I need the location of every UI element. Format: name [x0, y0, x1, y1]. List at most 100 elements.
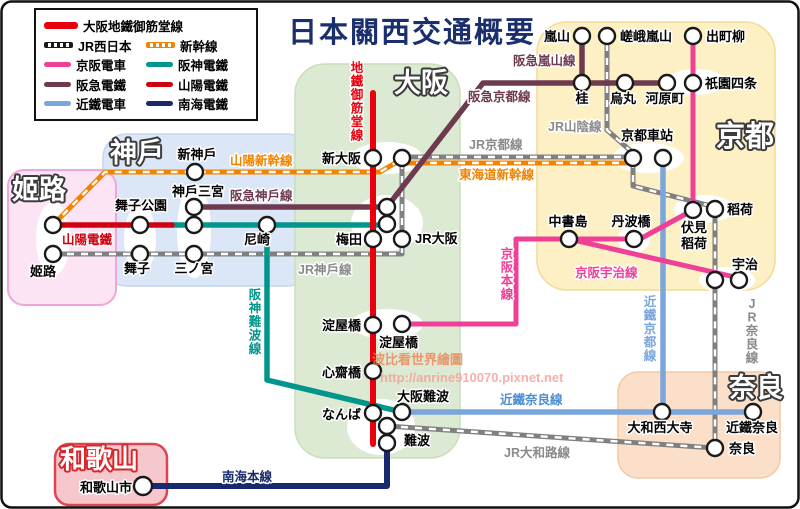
legend-item-midosuji: 大阪地鐵御筋堂線 — [44, 16, 248, 35]
station-label-fushimi-inari-2: 稻荷 — [681, 236, 707, 251]
station-shin-kobe — [185, 162, 205, 182]
line-jr-sanin — [604, 30, 635, 155]
station-label-kobe-sannomiya: 神戶三宮 — [172, 184, 224, 199]
legend-item-jr-west: JR西日本 — [44, 36, 146, 55]
station-label-maiko-koen: 舞子公園 — [114, 198, 167, 213]
station-label-namba-metro: なんば — [322, 407, 361, 422]
keihan-line-swatch — [44, 62, 71, 68]
station-sannomiya-jr — [184, 244, 204, 264]
page-title: 日本關西交通概要 — [288, 15, 536, 49]
station-himeji-jr — [43, 244, 63, 264]
station-label-kintetsu-nara: 近鐵奈良 — [726, 420, 778, 435]
station-label-himeji: 姬路 — [30, 264, 57, 279]
station-kyoto-kintetsu — [653, 148, 673, 168]
station-yamato-saidaiji — [652, 402, 672, 422]
line-label-hankyu-kyoto: 阪急京都線 — [468, 89, 531, 104]
sanyo-line-swatch — [146, 81, 173, 87]
line-label-keihan-uji: 京阪宇治線 — [575, 265, 638, 280]
station-label-osaka-namba: 大阪難波 — [397, 389, 450, 404]
station-saga-arashiyama — [597, 26, 617, 46]
legend-item-shinkansen: 新幹線 — [146, 36, 248, 55]
station-namba-metro — [363, 403, 383, 423]
station-maiko — [130, 244, 150, 264]
station-label-yodoyabashi-keihan: 淀屋橋 — [379, 335, 419, 350]
legend-label-midosuji: 大阪地鐵御筋堂線 — [83, 20, 184, 35]
line-hanshin-namba — [264, 222, 405, 415]
legend-label-hankyu: 阪急電鐵 — [76, 78, 127, 93]
station-label-shinsaibashi: 心齋橋 — [322, 365, 362, 380]
station-label-jr-osaka: JR大阪 — [415, 231, 459, 246]
line-jr-kobe-kyoto — [53, 154, 631, 257]
station-label-shin-kobe: 新神戶 — [177, 147, 216, 162]
station-kobe-sannomiya — [184, 197, 204, 217]
station-label-amagasaki: 尼崎 — [244, 232, 270, 247]
station-kintetsu-nara — [743, 402, 763, 422]
station-label-umeda: 梅田 — [336, 232, 362, 247]
station-label-yodoyabashi-metro: 淀屋橋 — [322, 318, 362, 333]
line-label-jr-kyoto: JR京都線 — [469, 137, 523, 152]
station-hanshin-umeda — [377, 214, 397, 234]
station-wakayamashi — [132, 475, 154, 497]
station-kawaramachi — [657, 73, 677, 93]
station-demachiyanagi — [683, 26, 703, 46]
station-gion-shijo — [683, 73, 703, 93]
station-shinsaibashi — [363, 361, 383, 381]
line-label-keihan-main: 京阪本線 — [501, 246, 514, 302]
station-karasuma — [615, 73, 635, 93]
station-osaka-namba — [392, 402, 412, 422]
station-umeda-metro — [363, 229, 383, 249]
station-label-sannomiya: 三ノ宮 — [174, 261, 213, 276]
nankai-line-swatch — [146, 101, 173, 107]
legend-item-kintetsu: 近鐵電車 — [44, 94, 146, 113]
midosuji-line-swatch — [44, 22, 78, 30]
station-label-arashiyama: 嵐山 — [543, 29, 570, 44]
station-label-kawaramachi: 河原町 — [645, 91, 684, 106]
station-namba-jr — [377, 416, 397, 436]
station-tambabashi — [624, 229, 644, 249]
line-label-kintetsu-kyoto: 近鐵京都線 — [643, 294, 657, 363]
region-label-kyoto: 京都 — [716, 119, 774, 153]
line-label-jr-kobe: JR神戶線 — [298, 262, 352, 277]
legend-label-jr-west: JR西日本 — [78, 39, 132, 54]
line-label-sanyo-shinkansen: 山陽新幹線 — [230, 153, 293, 168]
jr-line-swatch — [44, 42, 73, 49]
station-label-katsura: 桂 — [574, 91, 588, 106]
region-nara — [617, 371, 781, 479]
station-shin-osaka-metro — [363, 148, 383, 168]
legend-item-sanyo: 山陽電鐵 — [146, 75, 248, 94]
station-namba-nankai — [377, 433, 397, 453]
hanshin-line-swatch — [146, 62, 173, 68]
station-fushimi-inari — [683, 200, 703, 220]
station-kyoto-jr — [623, 148, 643, 168]
station-label-inari: 稻荷 — [727, 202, 753, 217]
station-katsura — [572, 73, 592, 93]
station-maiko-koen — [130, 215, 150, 235]
line-label-hankyu-kobe: 阪急神戶線 — [230, 188, 293, 203]
station-hanshin-sannomiya — [184, 215, 204, 235]
station-jr-osaka — [392, 229, 412, 249]
region-label-kobe: 神戶 — [110, 138, 164, 168]
legend-item-keihan: 京阪電車 — [44, 55, 146, 74]
station-label-saga-arashiyama: 嵯峨嵐山 — [620, 29, 672, 44]
region-label-himeji: 姬路 — [12, 174, 67, 205]
kintetsu-line-swatch — [44, 101, 71, 107]
station-yodoyabashi-keihan — [392, 314, 412, 334]
line-label-hankyu-arashiyama: 阪急嵐山線 — [513, 53, 576, 68]
watermark-sitename: 波比看世界繪圖 — [372, 352, 463, 367]
station-shin-osaka-jr — [392, 148, 412, 168]
station-inari — [705, 199, 725, 219]
station-arashiyama — [572, 26, 592, 46]
line-sanyo-shinkansen — [51, 156, 404, 227]
shinkansen-line-swatch — [146, 42, 175, 49]
station-label-kyoto-station: 京都車站 — [621, 128, 673, 143]
hankyu-line-swatch — [44, 81, 71, 87]
legend-item-hankyu: 阪急電鐵 — [44, 75, 146, 94]
legend-label-sanyo: 山陽電鐵 — [178, 78, 229, 93]
legend-label-kintetsu: 近鐵電車 — [76, 98, 127, 113]
line-nankai-main — [140, 440, 390, 489]
legend-label-keihan: 京阪電車 — [76, 59, 127, 74]
station-label-wakayamashi: 和歌山市 — [80, 480, 132, 495]
line-jr-yamatoji — [386, 423, 716, 451]
line-label-hanshin-namba: 阪神難波線 — [249, 288, 262, 356]
station-hankyu-umeda — [377, 197, 397, 217]
